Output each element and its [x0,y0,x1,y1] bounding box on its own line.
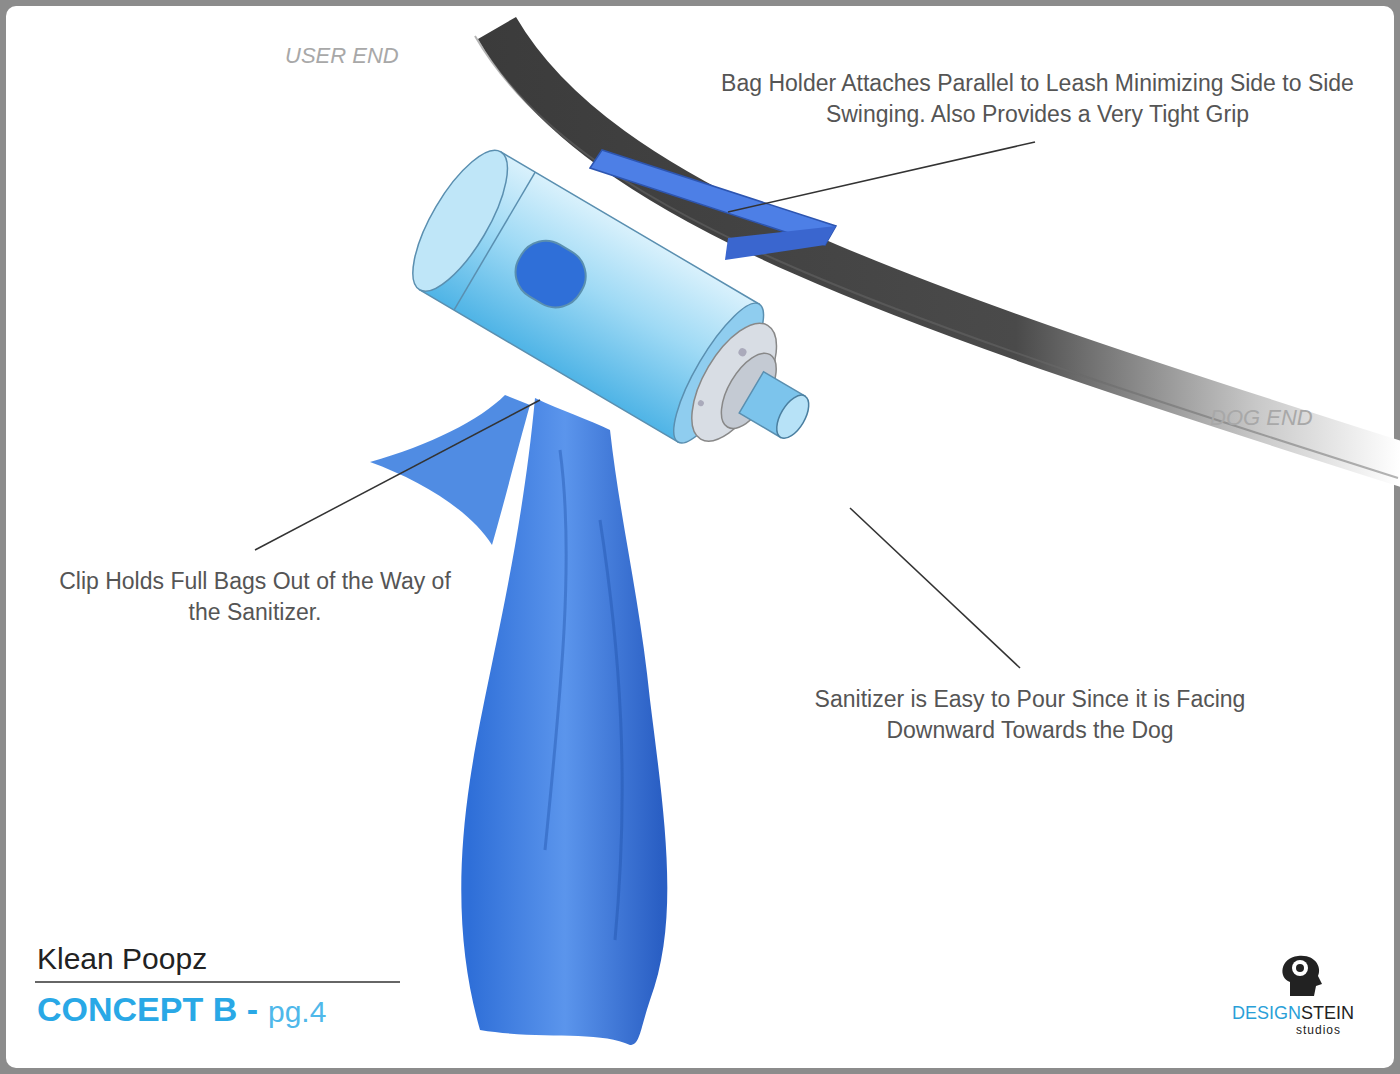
bag-dispenser [395,138,843,492]
logo-text: STEIN [1301,1003,1354,1024]
end-label: DOG END [1210,405,1313,431]
waste-bag [461,398,667,1045]
project-title: Klean Poopz [37,942,207,976]
bag-folds [545,450,622,940]
callout-note: Bag Holder Attaches Parallel to Leash Mi… [700,68,1375,130]
logo-text: DESIGN [1232,1003,1301,1024]
page-number: pg.4 [268,995,326,1029]
end-label: USER END [285,43,399,69]
callout-note: Clip Holds Full Bags Out of the Way of t… [55,566,455,628]
title-underline [35,981,400,983]
leash-clip-side [725,226,836,260]
leader-line [255,400,540,550]
logo-head-icon [1282,956,1322,996]
concept-label: CONCEPT B - [37,990,258,1029]
callout-note: Sanitizer is Easy to Pour Since it is Fa… [790,684,1270,746]
page-frame [6,6,1394,1068]
leader-line [728,142,1035,212]
logo-subtext: studios [1296,1023,1341,1037]
leader-line [850,508,1020,668]
